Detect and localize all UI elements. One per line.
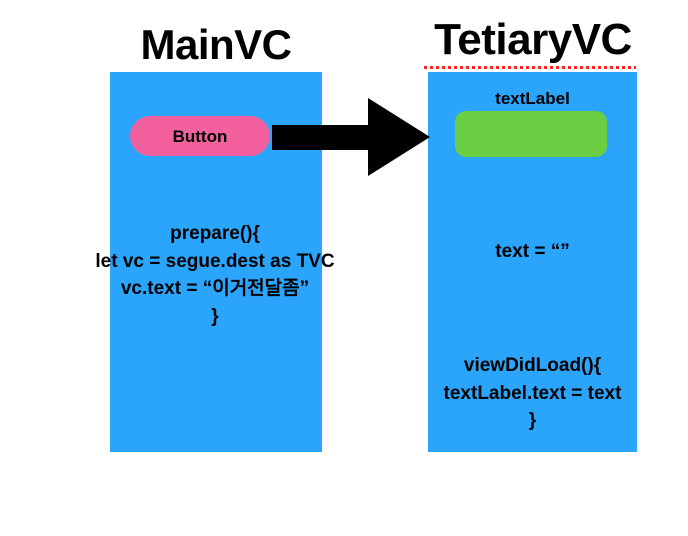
code-line: textLabel.text = text — [443, 382, 622, 404]
code-line: text = “” — [495, 241, 570, 262]
code-line: vc.text = “이거전달좀” — [120, 278, 310, 300]
main-vc-title: MainVC — [140, 21, 292, 68]
spellcheck-underline — [424, 66, 636, 69]
text-property-code-block: text = “” — [428, 238, 637, 266]
tetiary-vc-title: TetiaryVC — [434, 15, 632, 64]
button-control-label: Button — [172, 126, 228, 146]
segue-arrow-icon — [272, 98, 430, 176]
text-label-caption: textLabel — [495, 89, 570, 108]
text-label-box — [455, 111, 607, 157]
prepare-code-block: prepare(){ let vc = segue.dest as TVC vc… — [0, 220, 430, 330]
button-control[interactable]: Button — [130, 116, 270, 156]
code-line: } — [528, 410, 537, 432]
viewdidload-code-block: viewDidLoad(){ textLabel.text = text } — [410, 352, 655, 435]
code-line: prepare(){ — [170, 223, 260, 244]
code-line: let vc = segue.dest as TVC — [95, 250, 335, 272]
code-line: viewDidLoad(){ — [463, 355, 602, 376]
code-line: } — [211, 305, 219, 327]
